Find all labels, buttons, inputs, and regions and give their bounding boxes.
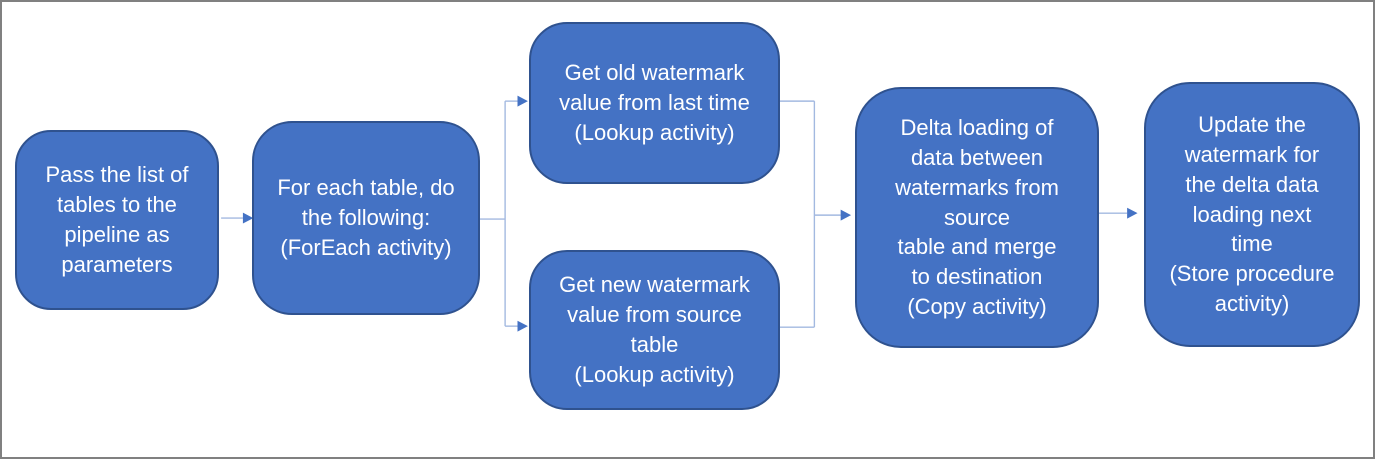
node-get-old-watermark: Get old watermark value from last time (…	[529, 22, 780, 184]
node-foreach-table: For each table, do the following: (ForEa…	[252, 121, 480, 315]
node-get-new-watermark: Get new watermark value from source tabl…	[529, 250, 780, 410]
node-get-old-watermark-label: Get old watermark value from last time (…	[559, 60, 750, 145]
node-update-watermark-label: Update the watermark for the delta data …	[1169, 111, 1335, 317]
node-pass-table-list-label: Pass the list of tables to the pipeline …	[45, 162, 189, 277]
arrowhead-update-icon	[1127, 207, 1138, 219]
arrowhead-new-watermark-icon	[517, 320, 528, 332]
arrowhead-old-watermark-icon	[517, 95, 528, 107]
node-delta-load-copy: Delta loading of data between watermarks…	[855, 87, 1099, 348]
node-update-watermark: Update the watermark for the delta data …	[1144, 82, 1360, 347]
arrowhead-foreach-icon	[242, 212, 254, 224]
arrowhead-copy-icon	[840, 209, 852, 221]
node-delta-load-copy-label: Delta loading of data between watermarks…	[895, 114, 1059, 320]
node-get-new-watermark-label: Get new watermark value from source tabl…	[559, 272, 750, 387]
node-pass-table-list: Pass the list of tables to the pipeline …	[15, 130, 219, 310]
node-foreach-table-label: For each table, do the following: (ForEa…	[277, 175, 455, 260]
